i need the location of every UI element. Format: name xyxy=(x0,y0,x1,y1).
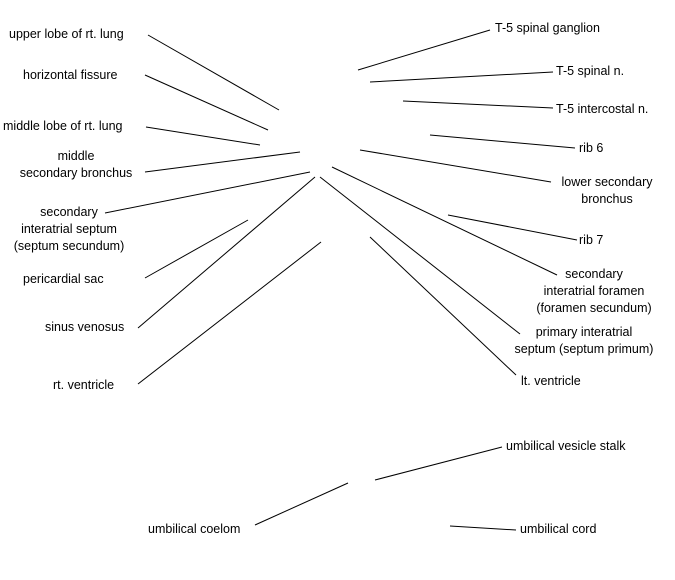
leader-upper-lobe-rt-lung xyxy=(147,34,280,111)
label-line: secondary xyxy=(565,267,623,281)
label-text: T-5 spinal n. xyxy=(556,64,625,78)
label-secondary-interatrial-septum: secondary interatrial septum (septum sec… xyxy=(5,204,133,255)
leader-lt-ventricle xyxy=(369,236,517,376)
label-line: interatrial septum xyxy=(21,222,117,236)
label-sinus-venosus: sinus venosus xyxy=(45,319,124,336)
label-line: secondary xyxy=(40,205,98,219)
label-horizontal-fissure: horizontal fissure xyxy=(23,67,118,84)
label-line: bronchus xyxy=(581,192,633,206)
label-t5-intercostal-n: T-5 intercostal n. xyxy=(556,101,648,118)
label-line: middle xyxy=(57,149,95,163)
leader-sinus-venosus xyxy=(137,176,316,329)
label-text: T-5 intercostal n. xyxy=(556,102,649,116)
label-line: lower secondary xyxy=(561,175,653,189)
leader-horizontal-fissure xyxy=(144,74,269,131)
leader-rt-ventricle xyxy=(137,241,322,385)
label-line: interatrial foramen xyxy=(543,284,645,298)
label-rib-7: rib 7 xyxy=(579,232,603,249)
label-lt-ventricle: lt. ventricle xyxy=(521,373,581,390)
label-text: lt. ventricle xyxy=(521,374,581,388)
label-text: rt. ventricle xyxy=(53,378,115,392)
label-text: rib 7 xyxy=(579,233,604,247)
label-rt-ventricle: rt. ventricle xyxy=(53,377,114,394)
leader-pericardial-sac xyxy=(144,219,249,279)
label-middle-lobe-rt-lung: middle lobe of rt. lung xyxy=(3,118,123,135)
label-pericardial-sac: pericardial sac xyxy=(23,271,104,288)
leader-umbilical-coelom xyxy=(254,482,349,526)
label-text: T-5 spinal ganglion xyxy=(495,21,600,35)
leader-umbilical-vesicle-stalk xyxy=(374,446,503,481)
leader-primary-interatrial-septum xyxy=(319,176,521,335)
label-text: umbilical cord xyxy=(520,522,597,536)
label-primary-interatrial-septum: primary interatrial septum (septum primu… xyxy=(500,324,668,358)
leader-secondary-interatrial-foramen xyxy=(331,166,558,276)
leader-t5-intercostal-n xyxy=(402,100,554,109)
leader-t5-spinal-n xyxy=(369,71,554,83)
label-lower-secondary-bronchus: lower secondary bronchus xyxy=(551,174,663,208)
label-t5-spinal-n: T-5 spinal n. xyxy=(556,63,624,80)
label-middle-secondary-bronchus: middle secondary bronchus xyxy=(14,148,138,182)
leader-umbilical-cord xyxy=(449,525,517,531)
label-line: secondary bronchus xyxy=(19,166,133,180)
leader-t5-spinal-ganglion xyxy=(357,29,491,71)
label-line: (septum secundum) xyxy=(13,239,125,253)
label-rib-6: rib 6 xyxy=(579,140,603,157)
leader-middle-lobe-rt-lung xyxy=(145,126,261,146)
label-text: umbilical vesicle stalk xyxy=(506,439,626,453)
label-text: middle lobe of rt. lung xyxy=(3,119,123,133)
label-text: upper lobe of rt. lung xyxy=(9,27,124,41)
leader-middle-secondary-bronchus xyxy=(144,151,301,173)
label-umbilical-coelom: umbilical coelom xyxy=(148,521,240,538)
label-text: sinus venosus xyxy=(45,320,125,334)
label-umbilical-vesicle-stalk: umbilical vesicle stalk xyxy=(506,438,625,455)
leader-secondary-interatrial-septum xyxy=(104,171,311,214)
label-secondary-interatrial-foramen: secondary interatrial foramen (foramen s… xyxy=(524,266,664,317)
label-text: pericardial sac xyxy=(23,272,104,286)
label-line: primary interatrial xyxy=(535,325,633,339)
label-line: septum (septum primum) xyxy=(514,342,654,356)
leader-lower-secondary-bronchus xyxy=(359,149,552,183)
leader-rib-6 xyxy=(429,134,576,149)
label-upper-lobe-rt-lung: upper lobe of rt. lung xyxy=(9,26,124,43)
label-text: horizontal fissure xyxy=(23,68,118,82)
label-line: (foramen secundum) xyxy=(536,301,652,315)
label-text: rib 6 xyxy=(579,141,604,155)
leader-rib-7 xyxy=(447,214,578,241)
label-umbilical-cord: umbilical cord xyxy=(520,521,596,538)
label-text: umbilical coelom xyxy=(148,522,241,536)
label-t5-spinal-ganglion: T-5 spinal ganglion xyxy=(495,20,600,37)
